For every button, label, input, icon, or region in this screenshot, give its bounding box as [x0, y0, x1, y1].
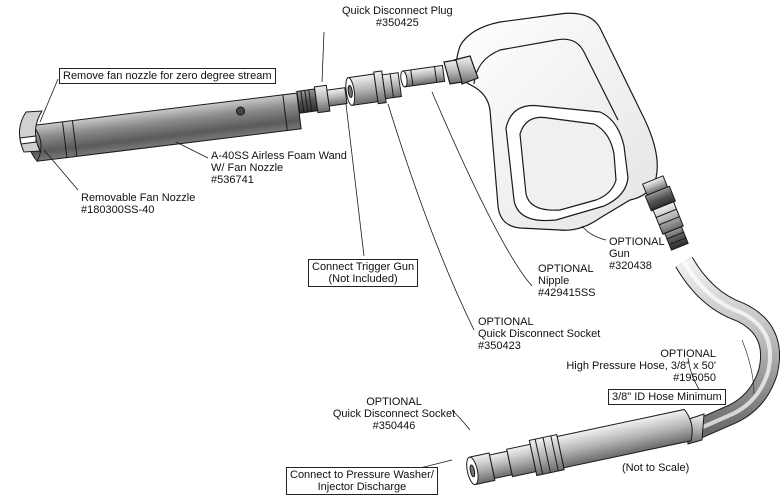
hose-callout: OPTIONAL High Pressure Hose, 3/8" x 50' …: [566, 348, 716, 384]
qd-socket-bottom-callout: OPTIONAL Quick Disconnect Socket #350446: [332, 396, 456, 432]
connect-trigger-line2: (Not Included): [328, 273, 398, 285]
gun-swivel-coupler: [641, 175, 689, 251]
connect-washer-callout: Connect to Pressure Washer/ Injector Dis…: [286, 467, 438, 495]
qd-socket-bottom-part: #350446: [372, 420, 416, 432]
nipple-part: #429415SS: [538, 287, 596, 299]
qd-socket-bottom-tag: OPTIONAL: [366, 396, 422, 408]
connect-trigger-line1: Connect Trigger Gun: [312, 261, 415, 273]
gun-tag: OPTIONAL: [609, 236, 665, 248]
not-to-scale-note: (Not to Scale): [622, 462, 690, 474]
high-pressure-hose: [675, 256, 780, 445]
hose-minimum-callout: 3/8" ID Hose Minimum: [608, 389, 726, 405]
qd-socket-top-tag: OPTIONAL: [478, 316, 534, 328]
hose-part: #195050: [673, 372, 716, 384]
hose-name: High Pressure Hose, 3/8" x 50': [566, 360, 716, 372]
connect-trigger-callout: Connect Trigger Gun (Not Included): [308, 259, 419, 287]
qd-socket-top-part: #350423: [478, 340, 521, 352]
gun-callout: OPTIONAL Gun #320438: [609, 236, 665, 272]
qd-socket-bottom-name: Quick Disconnect Socket: [332, 408, 456, 420]
nipple-callout: OPTIONAL Nipple #429415SS: [538, 263, 596, 299]
wand-line1: A-40SS Airless Foam Wand: [211, 150, 347, 162]
qd-plug-name: Quick Disconnect Plug: [342, 5, 453, 17]
remove-fan-callout: Remove fan nozzle for zero degree stream: [59, 68, 276, 84]
gun-name: Gun: [609, 248, 630, 260]
wand-line2: W/ Fan Nozzle: [211, 162, 284, 174]
connect-washer-line1: Connect to Pressure Washer/: [290, 469, 434, 481]
wand-callout: A-40SS Airless Foam Wand W/ Fan Nozzle #…: [211, 150, 347, 186]
bottom-socket-assembly: [466, 408, 693, 486]
fan-nozzle-icon: [19, 110, 43, 153]
nipple: [400, 64, 446, 88]
qd-socket-top-name: Quick Disconnect Socket: [478, 328, 601, 340]
trigger-gun: [443, 12, 658, 231]
quick-disconnect-socket-top: [345, 70, 402, 106]
leader-lines: [39, 31, 755, 479]
qd-plug-part: #350425: [375, 17, 419, 29]
connect-washer-line2: Injector Discharge: [317, 481, 407, 493]
qd-plug-callout: Quick Disconnect Plug #350425: [342, 5, 453, 29]
wand-part: #536741: [211, 174, 254, 186]
quick-disconnect-plug: [296, 84, 348, 114]
fan-nozzle-name: Removable Fan Nozzle: [81, 192, 196, 204]
fan-nozzle-part: #180300SS-40: [81, 204, 155, 216]
qd-socket-top-callout: OPTIONAL Quick Disconnect Socket #350423: [478, 316, 600, 352]
hose-tag: OPTIONAL: [660, 348, 716, 360]
nipple-tag: OPTIONAL: [538, 263, 594, 275]
nipple-name: Nipple: [538, 275, 570, 287]
fan-nozzle-callout: Removable Fan Nozzle #180300SS-40: [81, 192, 195, 216]
gun-part: #320438: [609, 260, 652, 272]
